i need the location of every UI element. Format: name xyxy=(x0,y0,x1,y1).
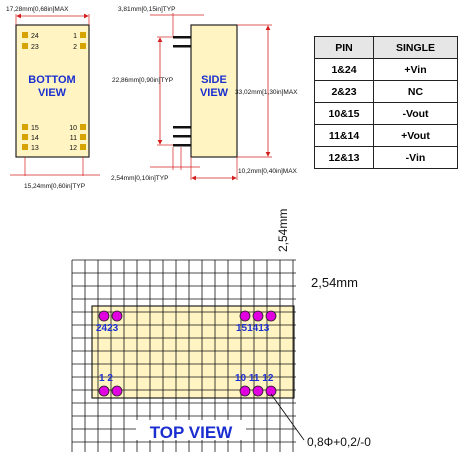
pin-label-12: 12 xyxy=(69,145,77,152)
pin-label-10: 10 xyxy=(69,125,77,132)
pad-15-top xyxy=(239,310,251,322)
pad-24 xyxy=(22,32,28,38)
top-pins-label-top-right: 151413 xyxy=(236,323,270,334)
pad-2-top xyxy=(111,385,123,397)
side-pin-top-1 xyxy=(173,36,191,39)
pin-length-text: 3,81mm[0,15in]TYP xyxy=(118,6,175,13)
bottom-width-max-text: 17,28mm[0,68in]MAX xyxy=(6,6,69,13)
pad-12 xyxy=(80,144,86,150)
pad-11-top xyxy=(252,385,264,397)
pad-14 xyxy=(22,134,28,140)
top-view-body xyxy=(91,305,295,399)
side-view-label-1: SIDE xyxy=(201,74,227,86)
pin-label-13: 13 xyxy=(31,145,39,152)
hole-spec-leader xyxy=(270,393,305,441)
pin-label-23: 23 xyxy=(31,44,39,51)
pin-table-header-single: SINGLE xyxy=(373,36,458,59)
side-pin-bottom-2 xyxy=(173,135,191,138)
bottom-view-body xyxy=(15,24,90,158)
side-pin-bottom-3 xyxy=(173,144,191,147)
top-view: 2423 151413 1 2 10 11 12 TOP VIEW 2,54mm… xyxy=(71,209,371,452)
pad-23 xyxy=(22,43,28,49)
pin-label-2: 2 xyxy=(73,44,77,51)
bottom-view-label-1: BOTTOM xyxy=(28,74,75,86)
top-view-label-bg xyxy=(136,420,246,440)
bottom-view: BOTTOM VIEW 24 23 1 2 15 14 13 10 11 12 … xyxy=(6,6,100,190)
height-text: 33,02mm[1,30in]MAX xyxy=(235,89,298,96)
pad-15 xyxy=(22,124,28,130)
grid-pitch-vertical-text: 2,54mm xyxy=(276,209,290,252)
function-cell: +Vout xyxy=(373,124,458,147)
pad-12-top xyxy=(265,385,277,397)
pin-label-1: 1 xyxy=(73,33,77,40)
side-pin-bottom-1 xyxy=(173,126,191,129)
pin-table-header-row: PIN SINGLE xyxy=(314,36,458,59)
function-cell: -Vin xyxy=(373,146,458,169)
pin-label-14: 14 xyxy=(31,135,39,142)
side-view-body xyxy=(190,24,238,158)
grid-pitch-horizontal-text: 2,54mm xyxy=(311,275,358,290)
bottom-pitch-text: 15,24mm[0,60in]TYP xyxy=(24,183,85,190)
pin-cell: 1&24 xyxy=(314,58,374,81)
pad-11 xyxy=(80,134,86,140)
top-view-pads xyxy=(98,310,277,397)
pin-label-24: 24 xyxy=(31,33,39,40)
top-pins-label-bottom-left: 1 2 xyxy=(99,373,113,384)
top-pins-label-bottom-right: 10 11 12 xyxy=(235,373,274,384)
table-row: 1&24 +Vin xyxy=(314,58,458,81)
table-row: 2&23 NC xyxy=(314,80,458,103)
depth-text: 10,2mm[0,40in]MAX xyxy=(238,168,298,175)
pad-2 xyxy=(80,43,86,49)
pin-label-11: 11 xyxy=(70,135,77,142)
pin-label-15: 15 xyxy=(31,125,39,132)
table-row: 10&15 -Vout xyxy=(314,102,458,125)
pad-24-top xyxy=(98,310,110,322)
pin-cell: 11&14 xyxy=(314,124,374,147)
function-cell: NC xyxy=(373,80,458,103)
pin-cell: 12&13 xyxy=(314,146,374,169)
pad-1-top xyxy=(98,385,110,397)
side-pin-top-2 xyxy=(173,45,191,48)
pad-14-top xyxy=(252,310,264,322)
pad-1 xyxy=(80,32,86,38)
pad-23-top xyxy=(111,310,123,322)
side-view: SIDE VIEW 3,81mm[0,15in]TYP 22,86mm[0,90… xyxy=(111,6,298,182)
pad-13 xyxy=(22,144,28,150)
function-cell: +Vin xyxy=(373,58,458,81)
table-row: 12&13 -Vin xyxy=(314,146,458,169)
top-view-label: TOP VIEW xyxy=(150,423,233,442)
table-row: 11&14 +Vout xyxy=(314,124,458,147)
pin-cell: 2&23 xyxy=(314,80,374,103)
pad-10 xyxy=(80,124,86,130)
pin-table-header-pin: PIN xyxy=(314,36,374,59)
pin-table: PIN SINGLE 1&24 +Vin 2&23 NC 10&15 -Vout… xyxy=(314,36,458,169)
function-cell: -Vout xyxy=(373,102,458,125)
bottom-view-label-2: VIEW xyxy=(38,87,67,99)
pin-cell: 10&15 xyxy=(314,102,374,125)
pitch-text: 2,54mm[0,10in]TYP xyxy=(111,175,168,182)
pad-13-top xyxy=(265,310,277,322)
pin-span-text: 22,86mm[0,90in]TYP xyxy=(112,77,173,84)
top-pins-label-top-left: 2423 xyxy=(96,323,119,334)
side-view-label-2: VIEW xyxy=(200,87,229,99)
hole-spec-text: 0,8Φ+0,2/-0 xyxy=(307,435,371,449)
pad-10-top xyxy=(239,385,251,397)
